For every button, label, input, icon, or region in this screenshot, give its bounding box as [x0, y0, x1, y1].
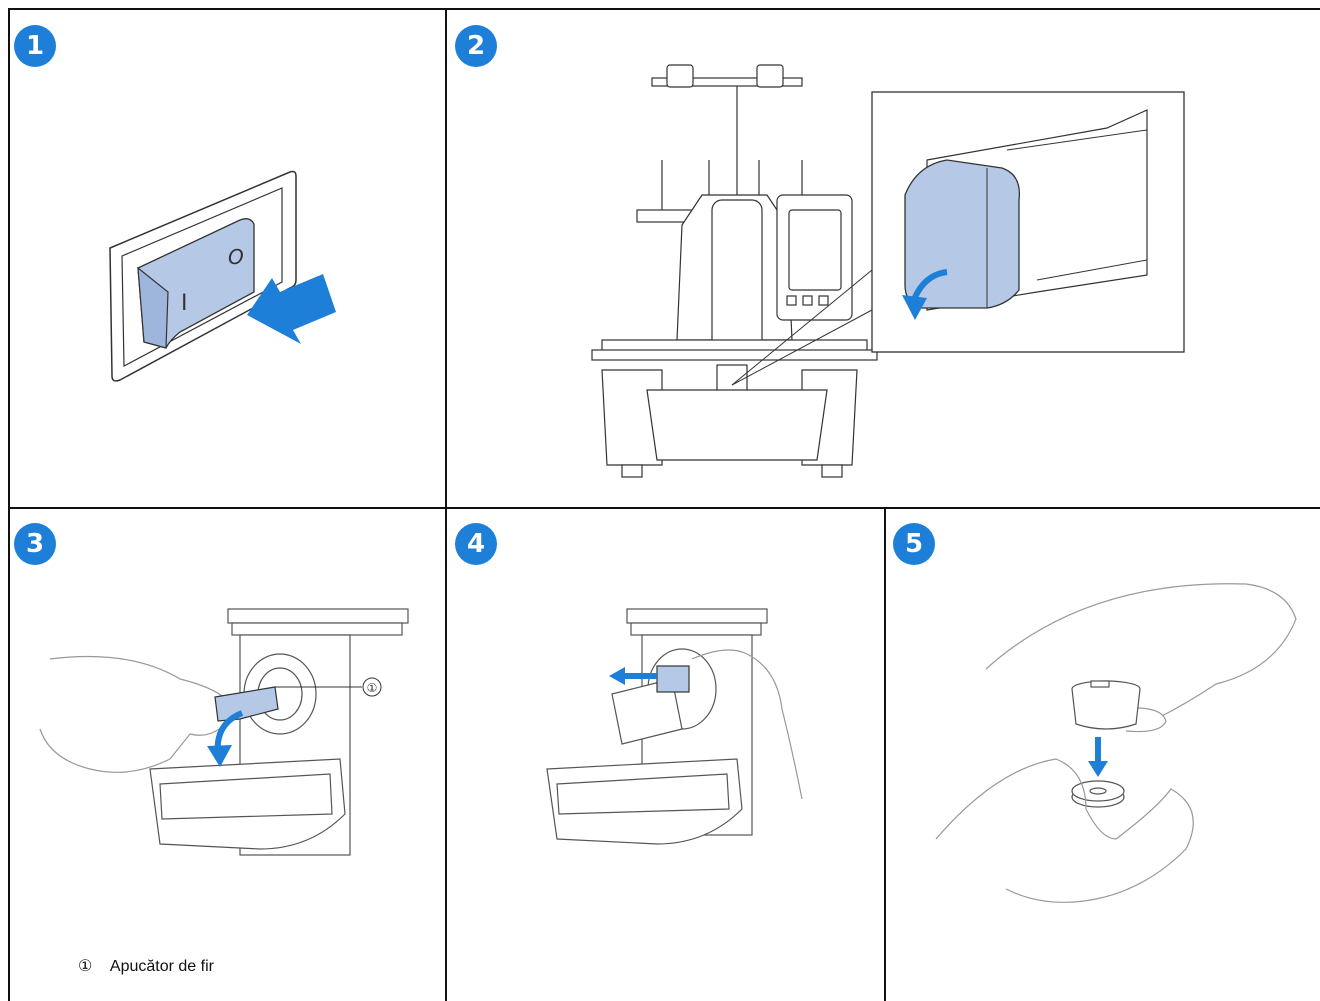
hand-icon	[985, 583, 1297, 720]
switch-on-label: I	[181, 291, 188, 316]
outer-border-left	[8, 8, 10, 1001]
step-2-badge: 2	[455, 25, 497, 67]
step-3-badge: 3	[14, 523, 56, 565]
switch-off-label: O	[228, 245, 244, 269]
hand-icon	[935, 758, 1194, 903]
step-1-badge: 1	[14, 25, 56, 67]
push-arrow-icon	[247, 274, 336, 344]
step-5-badge: 5	[893, 523, 935, 565]
step-4-badge: 4	[455, 523, 497, 565]
hand-icon	[39, 655, 231, 773]
legend-text: Apucător de fir	[109, 958, 214, 975]
step-1-panel: 1 I O	[10, 10, 445, 507]
col-divider-2	[884, 507, 886, 1001]
bobbin-case-latch	[214, 686, 279, 722]
step-2-panel: 2	[447, 10, 1320, 507]
bobbin-cover-icon	[902, 109, 1148, 320]
legend: ① Apucător de fir	[78, 956, 214, 976]
bobbin-case-icon	[656, 665, 690, 693]
power-switch-icon: I O	[109, 170, 336, 382]
step-3-panel: 3 ① ① Apucător de fir	[10, 509, 445, 1001]
row-divider	[8, 507, 1320, 509]
callout-marker: ①	[367, 681, 378, 695]
embroidery-machine-icon	[591, 64, 1185, 478]
step-4-panel: 4	[447, 509, 884, 1001]
bobbin-case-removal-icon: ①	[39, 608, 409, 856]
col-divider-1	[445, 8, 447, 1001]
outer-border-top	[8, 8, 1320, 10]
hand-icon	[691, 649, 803, 800]
insert-arrow-icon	[1088, 761, 1108, 777]
bobbin-insert-icon	[935, 583, 1297, 903]
bobbin-case-icon	[1071, 680, 1141, 730]
step-5-panel: 5	[886, 509, 1320, 1001]
bobbin-case-pull-icon	[546, 608, 803, 845]
bobbin-icon	[1071, 780, 1125, 808]
legend-marker: ①	[78, 958, 93, 975]
